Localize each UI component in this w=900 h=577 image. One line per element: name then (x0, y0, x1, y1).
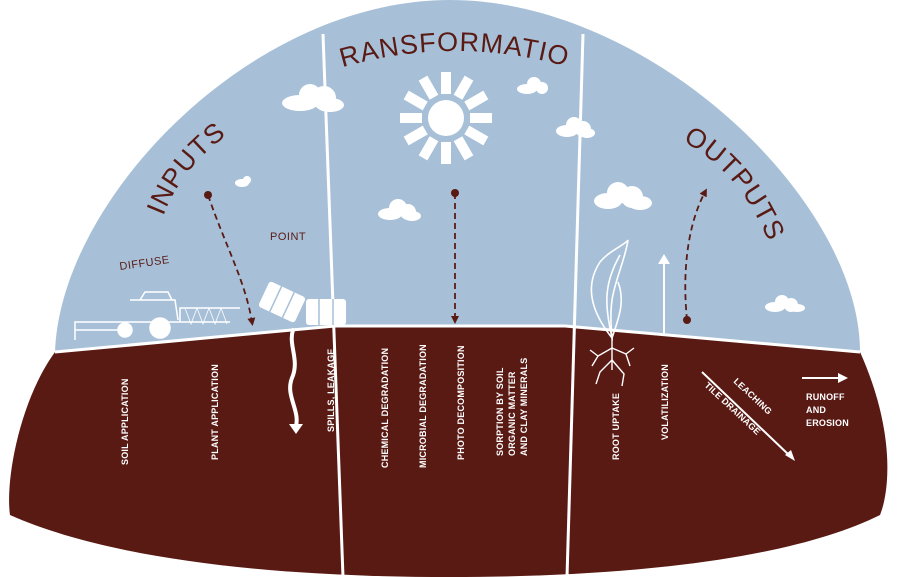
tractor-sprayer-icon (74, 291, 240, 340)
sun-icon (400, 72, 492, 164)
label-sorption-line-1: SORPTION BY SOIL (495, 367, 505, 456)
label-photo-decomposition: PHOTO DECOMPOSITION (456, 345, 466, 460)
roots-icon (589, 338, 635, 387)
volatilization-arrowhead (658, 254, 670, 264)
label-sorption-line-3: AND CLAY MINERALS (519, 358, 529, 456)
cloud-icon (556, 117, 595, 138)
soil-bowl (9, 326, 888, 577)
cloud-icon (594, 182, 652, 210)
label-runoff-line-3: EROSION (806, 418, 849, 428)
label-soil-application: SOIL APPLICATION (120, 378, 130, 465)
cloud-icon (235, 176, 251, 187)
ground-line (54, 324, 861, 354)
spill-drip (288, 328, 299, 428)
runoff-arrowhead (838, 373, 848, 383)
label-spills-leakage: SPILLS, LEAKAGE (326, 348, 336, 432)
label-microbial-degradation: MICROBIAL DEGRADATION (418, 344, 428, 468)
inputs-arrow (207, 194, 256, 326)
label-volatilization: VOLATILIZATION (660, 364, 670, 440)
label-sorption-line-2: ORGANIC MATTER (507, 371, 517, 456)
label-point: POINT (270, 231, 306, 243)
barrel-icon (306, 299, 346, 325)
label-root-uptake: ROOT UPTAKE (611, 393, 621, 460)
cloud-icon (517, 77, 548, 94)
outputs-arrow (684, 188, 707, 321)
label-plant-application: PLANT APPLICATION (210, 364, 220, 460)
leaching-arrowhead (785, 450, 795, 461)
label-chemical-degradation: CHEMICAL DEGRADATION (380, 348, 390, 468)
plant-icon (590, 239, 629, 341)
cloud-icon (282, 84, 344, 112)
spill-arrowhead (289, 424, 303, 434)
cloud-icon (378, 199, 421, 221)
barrel-icon (258, 281, 306, 323)
leaching-arrow (701, 371, 791, 457)
cloud-icon (765, 295, 805, 312)
label-runoff-line-2: AND (806, 405, 826, 415)
label-runoff-line-1: RUNOFF (806, 392, 845, 402)
